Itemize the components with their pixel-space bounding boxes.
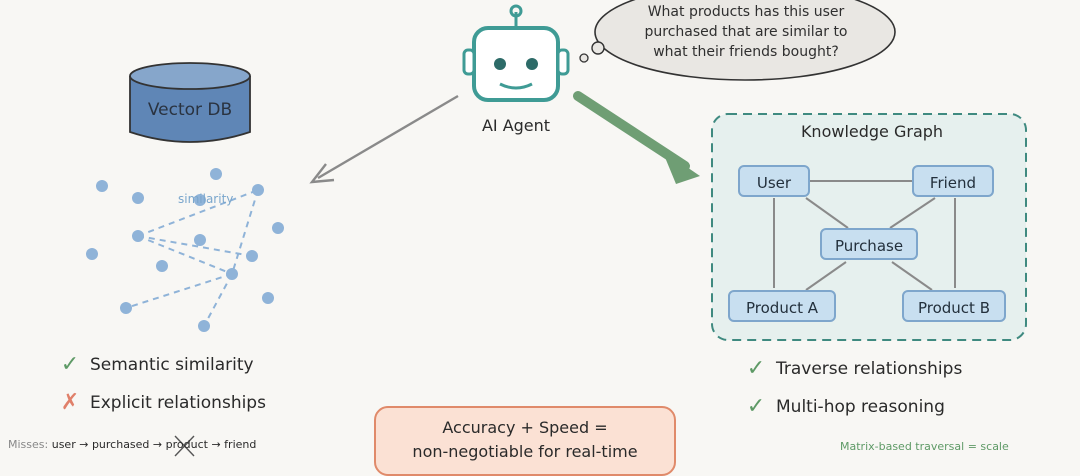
callout-line: Accuracy + Speed = xyxy=(442,418,608,437)
cross-icon: ✗ xyxy=(60,390,80,415)
check-icon: ✓ xyxy=(746,356,766,381)
graph-check-row: ✓ Traverse relationships xyxy=(744,356,963,381)
database-icon xyxy=(129,62,251,143)
similarity-link xyxy=(137,235,233,275)
question-line: what their friends bought? xyxy=(653,44,839,60)
knowledge-graph-title: Knowledge Graph xyxy=(800,122,944,141)
misses-step: product xyxy=(165,438,208,451)
misses-note: Misses: user → purchased → product → fri… xyxy=(8,438,257,451)
vector-point xyxy=(156,260,168,272)
vector-point xyxy=(194,234,206,246)
vector-point xyxy=(120,302,132,314)
node-product-b: Product B xyxy=(902,290,1006,322)
matrix-note: Matrix-based traversal = scale xyxy=(840,440,1009,453)
vector-point xyxy=(246,250,258,262)
misses-step: purchased xyxy=(91,438,150,451)
vector-point xyxy=(132,192,144,204)
node-purchase: Purchase xyxy=(820,228,918,260)
vector-point xyxy=(262,292,274,304)
graph-check-row: ✓ Multi-hop reasoning xyxy=(744,394,945,419)
graph-check-text: Multi-hop reasoning xyxy=(776,396,945,417)
vector-point xyxy=(198,320,210,332)
node-friend: Friend xyxy=(912,165,994,197)
similarity-label: similarity xyxy=(178,192,234,206)
vector-check-row: ✓ Semantic similarity xyxy=(58,352,254,377)
misses-prefix: Misses: xyxy=(8,438,49,451)
question-line: purchased that are similar to xyxy=(644,24,848,40)
node-user: User xyxy=(738,165,810,197)
arrow-to-knowledge-graph xyxy=(573,91,700,184)
vector-point xyxy=(194,194,206,206)
vector-points xyxy=(86,168,284,332)
callout-line: non-negotiable for real-time xyxy=(412,442,638,461)
vector-point xyxy=(210,168,222,180)
misses-step: friend xyxy=(224,438,257,451)
vector-point xyxy=(272,222,284,234)
misses-step: user xyxy=(51,438,76,451)
graph-check-text: Traverse relationships xyxy=(776,358,963,379)
vector-point xyxy=(86,248,98,260)
thought-bubble xyxy=(579,0,896,81)
question-bubble-text: What products has this user purchased th… xyxy=(612,2,880,62)
vector-db-label: Vector DB xyxy=(147,100,233,120)
vector-point xyxy=(252,184,264,196)
check-icon: ✓ xyxy=(746,394,766,419)
similarity-link xyxy=(203,273,233,327)
vector-point xyxy=(96,180,108,192)
check-icon: ✓ xyxy=(60,352,80,377)
question-line: What products has this user xyxy=(647,4,845,20)
robot-icon xyxy=(462,4,570,102)
vector-check-text: Explicit relationships xyxy=(90,392,266,413)
node-product-a: Product A xyxy=(728,290,836,322)
similarity-link xyxy=(231,189,259,275)
graph-edges xyxy=(773,180,956,291)
similarity-link xyxy=(137,235,253,257)
arrow-to-vector-db xyxy=(309,94,459,184)
similarity-link xyxy=(125,273,233,309)
accuracy-callout: Accuracy + Speed = non-negotiable for re… xyxy=(374,406,676,476)
vector-point xyxy=(226,268,238,280)
vector-point xyxy=(132,230,144,242)
vector-check-row: ✗ Explicit relationships xyxy=(58,390,266,415)
agent-label: AI Agent xyxy=(481,116,551,135)
vector-check-text: Semantic similarity xyxy=(90,354,254,375)
